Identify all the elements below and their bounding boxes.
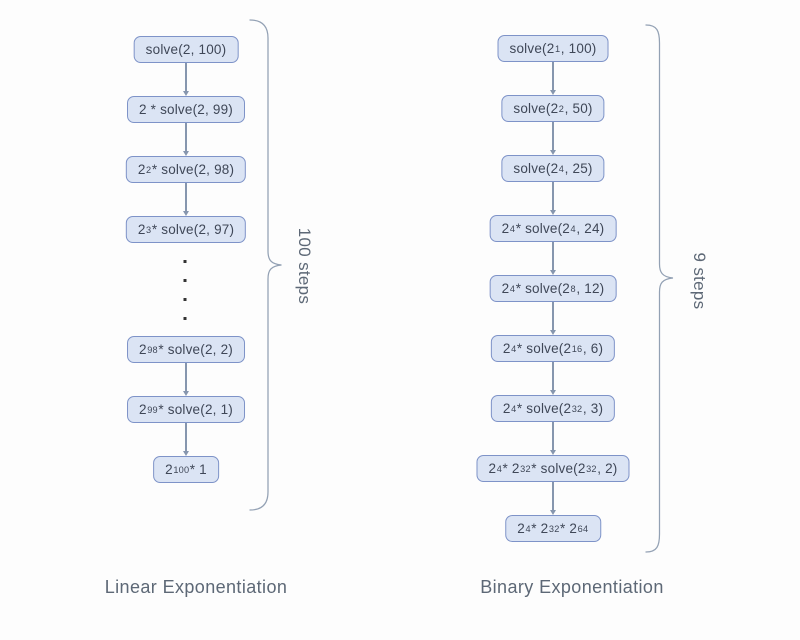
- arrow-head-icon: [549, 510, 556, 515]
- arrow-head-icon: [182, 451, 189, 456]
- ellipsis-dot: [183, 298, 187, 301]
- arrow-shaft: [552, 122, 554, 151]
- linear-step-box: 2 * solve(2, 99): [127, 96, 245, 123]
- arrow-head-icon: [549, 330, 556, 335]
- arrow-head-icon: [549, 210, 556, 215]
- arrow-shaft: [552, 182, 554, 211]
- ellipsis-dot: [183, 260, 187, 263]
- ellipsis-dot: [183, 279, 187, 282]
- arrow-head-icon: [182, 211, 189, 216]
- binary-brace: [645, 24, 674, 553]
- arrow-shaft: [552, 302, 554, 331]
- arrow-shaft: [552, 482, 554, 511]
- arrow-head-icon: [549, 150, 556, 155]
- arrow-shaft: [185, 183, 187, 212]
- linear-step-box: solve(2, 100): [133, 36, 239, 63]
- arrow-head-icon: [549, 90, 556, 95]
- binary-steps-label: 9 steps: [690, 252, 709, 310]
- ellipsis-dot: [183, 317, 187, 320]
- arrow-head-icon: [182, 151, 189, 156]
- arrow-shaft: [552, 242, 554, 271]
- arrow-shaft: [552, 62, 554, 91]
- linear-title: Linear Exponentiation: [104, 577, 288, 597]
- arrow-head-icon: [549, 450, 556, 455]
- linear-brace: [249, 19, 282, 511]
- arrow-shaft: [185, 123, 187, 152]
- binary-title: Binary Exponentiation: [480, 577, 664, 597]
- arrow-head-icon: [182, 391, 189, 396]
- arrow-head-icon: [549, 390, 556, 395]
- arrow-shaft: [552, 422, 554, 451]
- arrow-head-icon: [182, 91, 189, 96]
- arrow-head-icon: [549, 270, 556, 275]
- arrow-shaft: [185, 363, 187, 392]
- arrow-shaft: [185, 423, 187, 452]
- linear-steps-label: 100 steps: [295, 227, 314, 305]
- arrow-shaft: [552, 362, 554, 391]
- arrow-shaft: [185, 63, 187, 92]
